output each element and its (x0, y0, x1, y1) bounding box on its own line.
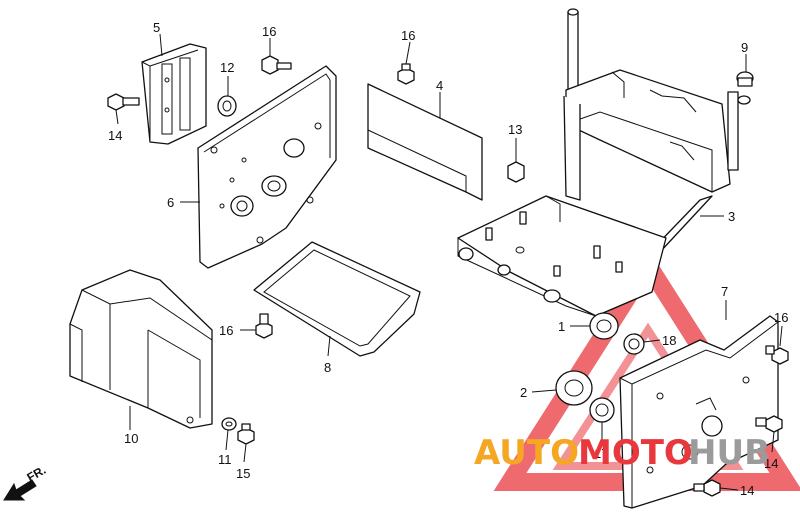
bolt-14-right-lower (693, 479, 721, 497)
plate-part-7 (619, 315, 779, 509)
bearing-part-18 (623, 333, 645, 355)
callout-8: 8 (324, 360, 331, 375)
callout-1: 1 (558, 319, 565, 334)
callout-13: 13 (508, 122, 522, 137)
callout-5: 5 (153, 20, 160, 35)
callout-7: 7 (721, 284, 728, 299)
callout-16: 16 (401, 28, 415, 43)
callout-14: 14 (740, 483, 754, 498)
bolt-16-center (397, 63, 415, 85)
grommet-part-12 (217, 95, 237, 117)
washer-part-11 (221, 417, 237, 431)
callout-10: 10 (124, 431, 138, 446)
callout-16: 16 (262, 24, 276, 39)
watermark-word-3: HUB (688, 433, 770, 473)
watermark-text: AUTO MOTO HUB (474, 433, 770, 473)
direction-label: FR. (25, 463, 49, 485)
bracket-part-5 (141, 43, 207, 145)
bolt-14-left (107, 93, 140, 111)
watermark-word-1: AUTO (474, 433, 579, 473)
cover-part-10 (69, 269, 213, 429)
callout-18: 18 (662, 333, 676, 348)
seal-part-2 (555, 370, 593, 406)
leader-lines (115, 33, 783, 491)
bolt-part-15 (237, 423, 255, 445)
callout-2: 2 (520, 385, 527, 400)
callout-14: 14 (108, 128, 122, 143)
bolt-14-right-upper (755, 415, 783, 433)
callout-16: 16 (219, 323, 233, 338)
callout-3: 3 (728, 209, 735, 224)
callout-11: 11 (218, 452, 232, 467)
bolt-16-top (261, 55, 292, 75)
bearing-part-17 (589, 397, 615, 423)
plate-part-6 (197, 65, 337, 269)
gasket-part-8 (253, 241, 421, 357)
arrow-left-down-icon (3, 479, 37, 501)
watermark-word-2: MOTO (578, 433, 693, 473)
nut-part-13 (507, 161, 525, 183)
bolt-16-lower-left (255, 313, 273, 339)
callout-6: 6 (167, 195, 174, 210)
callout-12: 12 (220, 60, 234, 75)
callout-15: 15 (236, 466, 250, 481)
nut-part-9 (736, 71, 754, 87)
front-direction-indicator: FR. (3, 463, 49, 501)
cover-part-4 (367, 83, 483, 201)
callout-4: 4 (436, 78, 443, 93)
bolt-16-right (765, 345, 789, 365)
frame-part-3 (457, 8, 751, 317)
callout-14: 14 (764, 456, 778, 471)
seal-part-1 (589, 312, 619, 340)
callout-9: 9 (741, 40, 748, 55)
callout-16: 16 (774, 310, 788, 325)
callout-17: 17 (594, 446, 608, 461)
callout-numbers: 5 16 14 12 16 4 13 9 6 3 8 16 10 11 15 1… (108, 20, 788, 498)
